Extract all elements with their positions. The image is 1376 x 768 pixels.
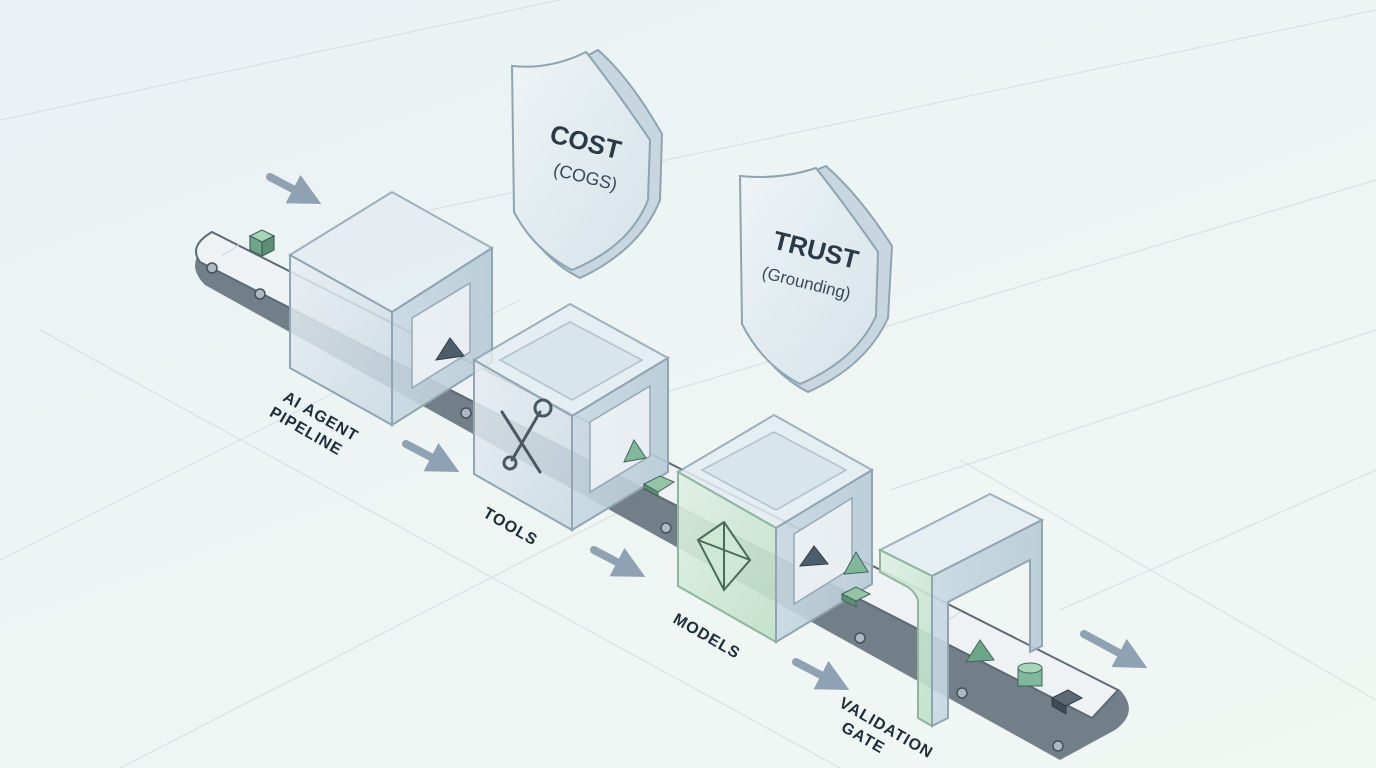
- pyramid-token-icon: [965, 639, 995, 663]
- pyramid-token-icon: [843, 550, 869, 575]
- cube-token-icon: [840, 586, 872, 608]
- gem-icon: [696, 520, 752, 592]
- arrow-icon: [792, 658, 850, 690]
- cube-token-icon: [248, 229, 276, 257]
- pyramid-token-icon: [434, 337, 465, 361]
- belt-rollers: [206, 262, 1064, 752]
- arrow-icon: [266, 173, 322, 204]
- tools-label: TOOLS: [480, 505, 540, 550]
- cube-token-icon: [642, 475, 676, 497]
- arrow-icon: [590, 546, 646, 577]
- arrow-icon: [402, 440, 460, 472]
- pyramid-token-icon: [798, 545, 829, 567]
- trust-shield: TRUST (Grounding): [738, 164, 894, 394]
- tools-box: [472, 302, 670, 532]
- pipeline-box: [288, 190, 494, 427]
- pyramid-token-icon: [623, 438, 647, 463]
- cube-token-icon: [1050, 689, 1084, 715]
- flow-arrows: [266, 173, 1148, 690]
- models-box: [676, 413, 874, 644]
- cost-shield: COST (COGS): [510, 48, 664, 280]
- arrow-icon: [1080, 630, 1148, 669]
- validation-gate: [877, 492, 1045, 728]
- models-label: MODELS: [670, 611, 743, 663]
- cylinder-token-icon: [1017, 662, 1043, 687]
- wrench-screwdriver-icon: [500, 398, 553, 474]
